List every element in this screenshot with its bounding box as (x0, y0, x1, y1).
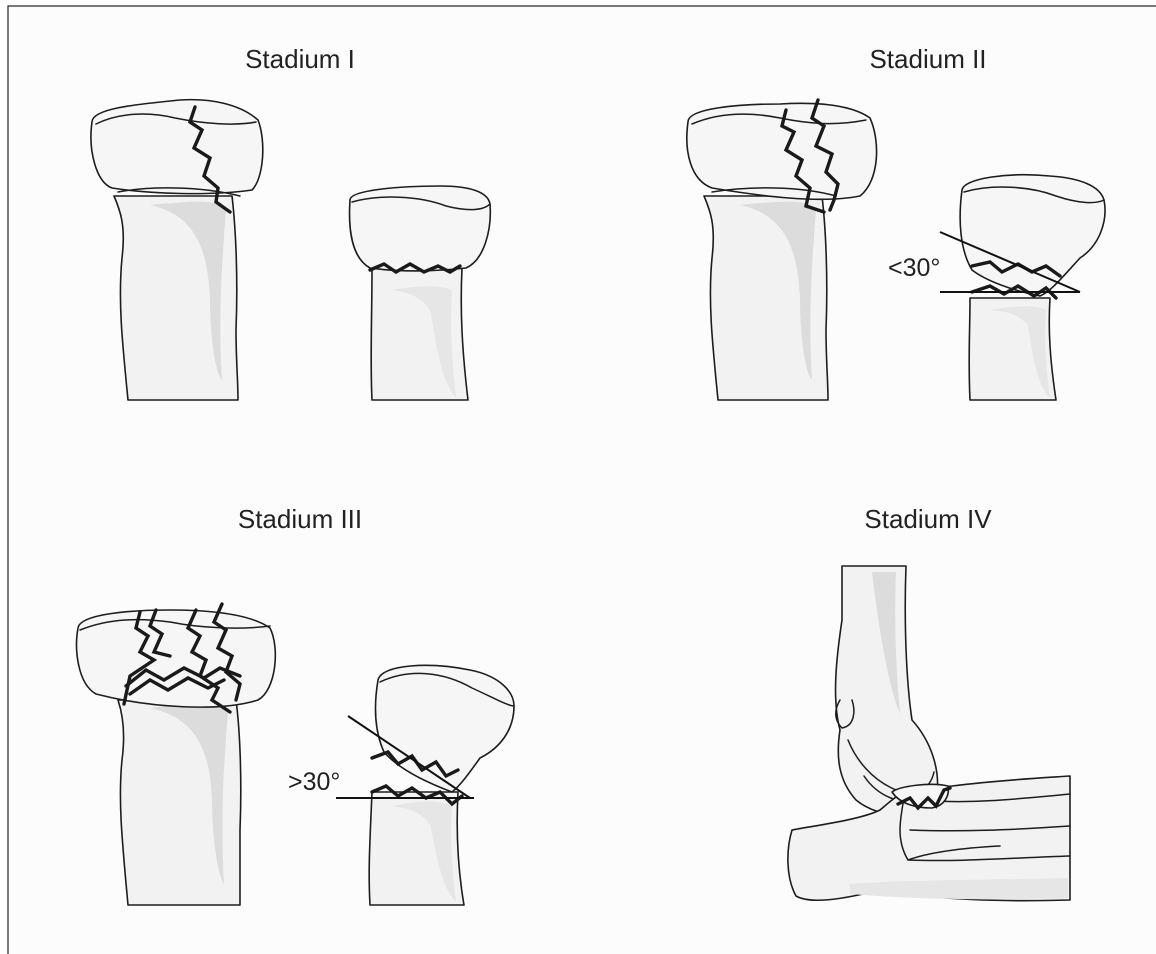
stage-2-title: Stadium II (869, 44, 986, 74)
stage-3-angle-label: >30° (288, 768, 340, 796)
stage-1-title: Stadium I (245, 44, 355, 74)
stage-3-title: Stadium III (238, 504, 362, 534)
stage-4-title: Stadium IV (864, 504, 992, 534)
stage-2-angle-label: <30° (888, 254, 940, 282)
